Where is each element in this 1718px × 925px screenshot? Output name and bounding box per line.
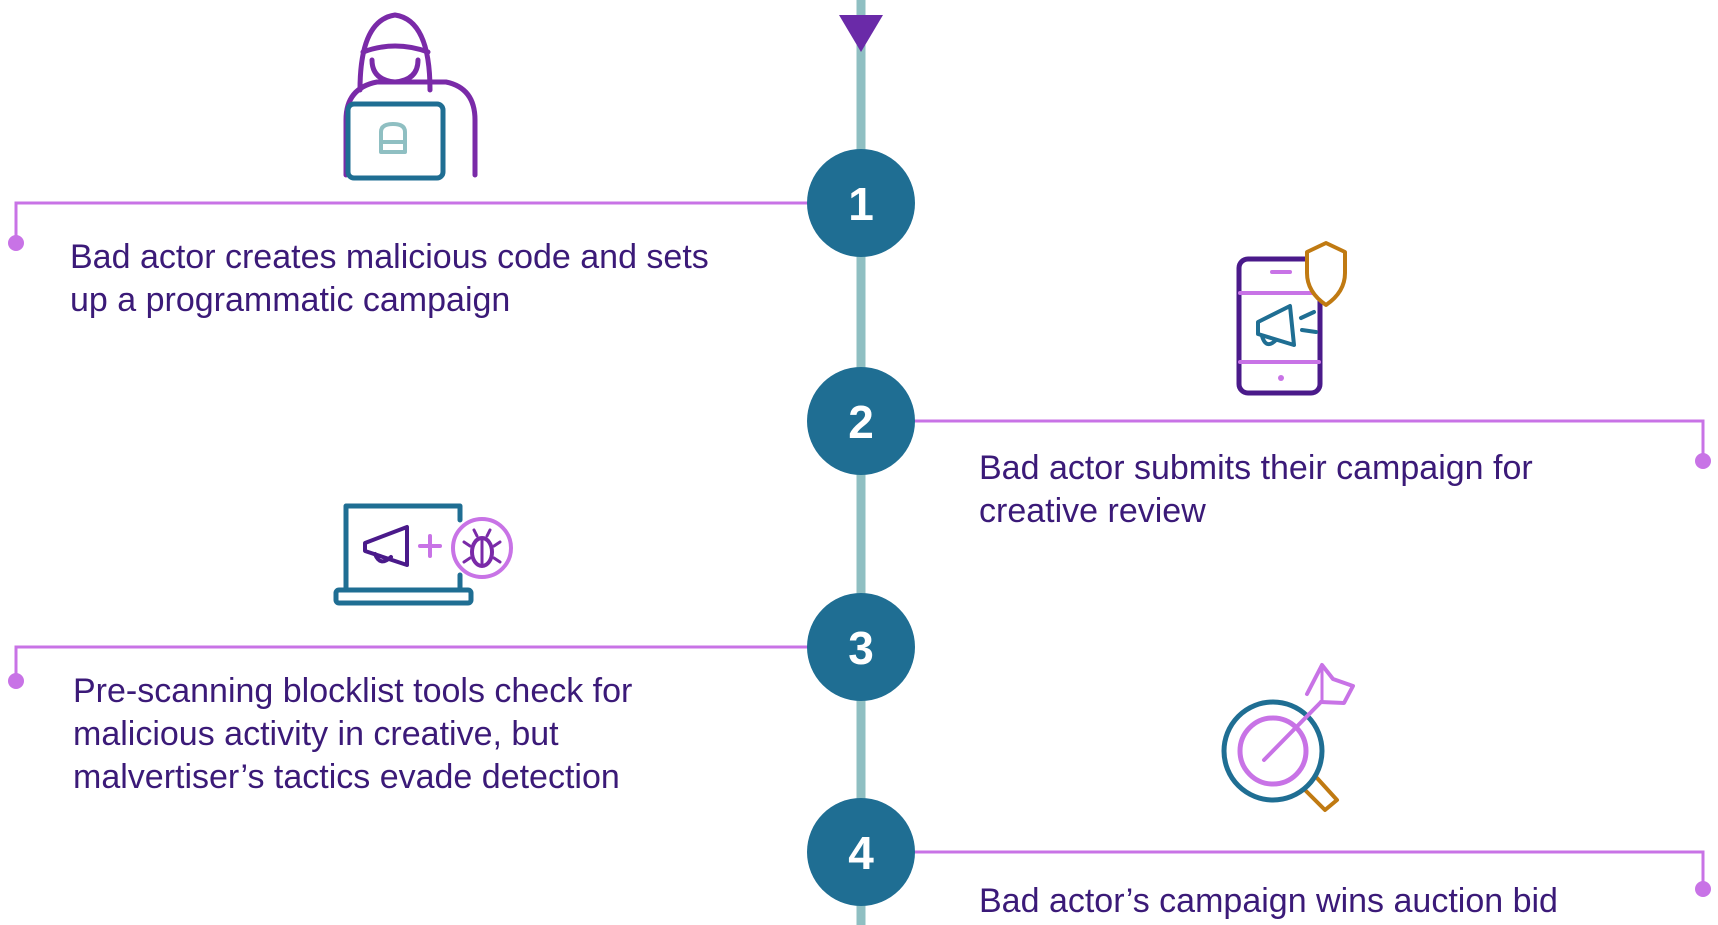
step-number-3: 3 [848,622,874,674]
step-1-line-2: up a programmatic campaign [70,281,511,319]
connector-step-4 [912,850,1711,897]
step-circle-1: 1 [807,149,915,257]
connector-step-2 [912,419,1711,469]
step-circle-2: 2 [807,367,915,475]
step-3-line-3: malvertiser’s tactics evade detection [73,758,620,796]
phone-megaphone-shield-icon [1236,241,1347,396]
step-3-line-2: malicious activity in creative, but [73,715,559,753]
step-4-line-1: Bad actor’s campaign wins auction bid [979,882,1558,920]
step-2-line-1: Bad actor submits their campaign for [979,449,1533,487]
connector-step-3 [8,645,810,689]
step-number-4: 4 [848,827,874,879]
step-2-line-2: creative review [979,492,1206,530]
step-1-description: Bad actor creates malicious code and set… [70,236,709,322]
step-circle-4: 4 [807,798,915,906]
step-1-line-1: Bad actor creates malicious code and set… [70,238,709,276]
connector-step-1 [8,201,810,251]
step-4-description: Bad actor’s campaign wins auction bid [979,880,1558,923]
timeline-arrow-icon [839,15,883,52]
step-3-line-1: Pre-scanning blocklist tools check for [73,672,633,710]
step-3-description: Pre-scanning blocklist tools check for m… [73,670,632,799]
step-number-2: 2 [848,396,874,448]
step-number-1: 1 [848,178,874,230]
step-2-description: Bad actor submits their campaign for cre… [979,447,1533,533]
step-circle-3: 3 [807,593,915,701]
laptop-megaphone-bug-icon [333,503,513,606]
hooded-hacker-laptop-icon [343,12,478,181]
target-magnifier-icon [1221,663,1355,812]
